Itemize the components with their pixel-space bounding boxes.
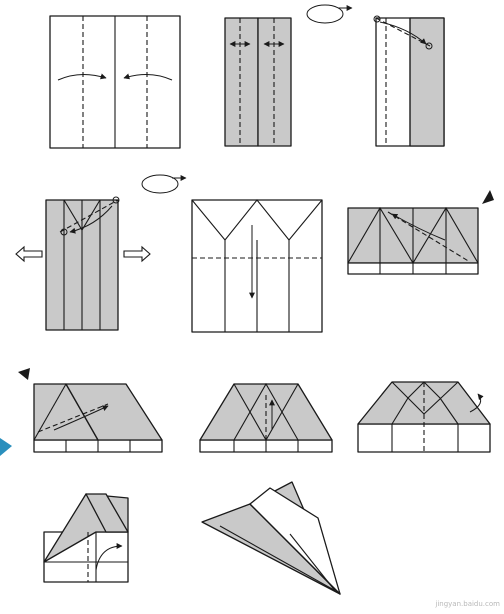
flip-over-icon <box>306 4 353 24</box>
step-2-folded-panels <box>224 17 292 147</box>
step-5-creased-sheet <box>191 199 323 333</box>
step-11-finished-plane <box>201 481 341 595</box>
step-3-fold-top-corner <box>373 15 445 147</box>
step-4-unfold-sides <box>15 196 151 331</box>
step-10-fold-wing <box>43 493 129 583</box>
step-1-fold-sides-to-center <box>49 15 181 149</box>
step-6-fold-down <box>347 190 494 275</box>
flip-over-icon-2 <box>141 174 187 194</box>
step-9-fold-in-half <box>357 381 491 453</box>
step-7-fold-left-corner <box>0 368 163 456</box>
watermark-text: jingyan.baidu.com <box>435 600 500 608</box>
step-8-fold-point-up <box>199 382 333 453</box>
